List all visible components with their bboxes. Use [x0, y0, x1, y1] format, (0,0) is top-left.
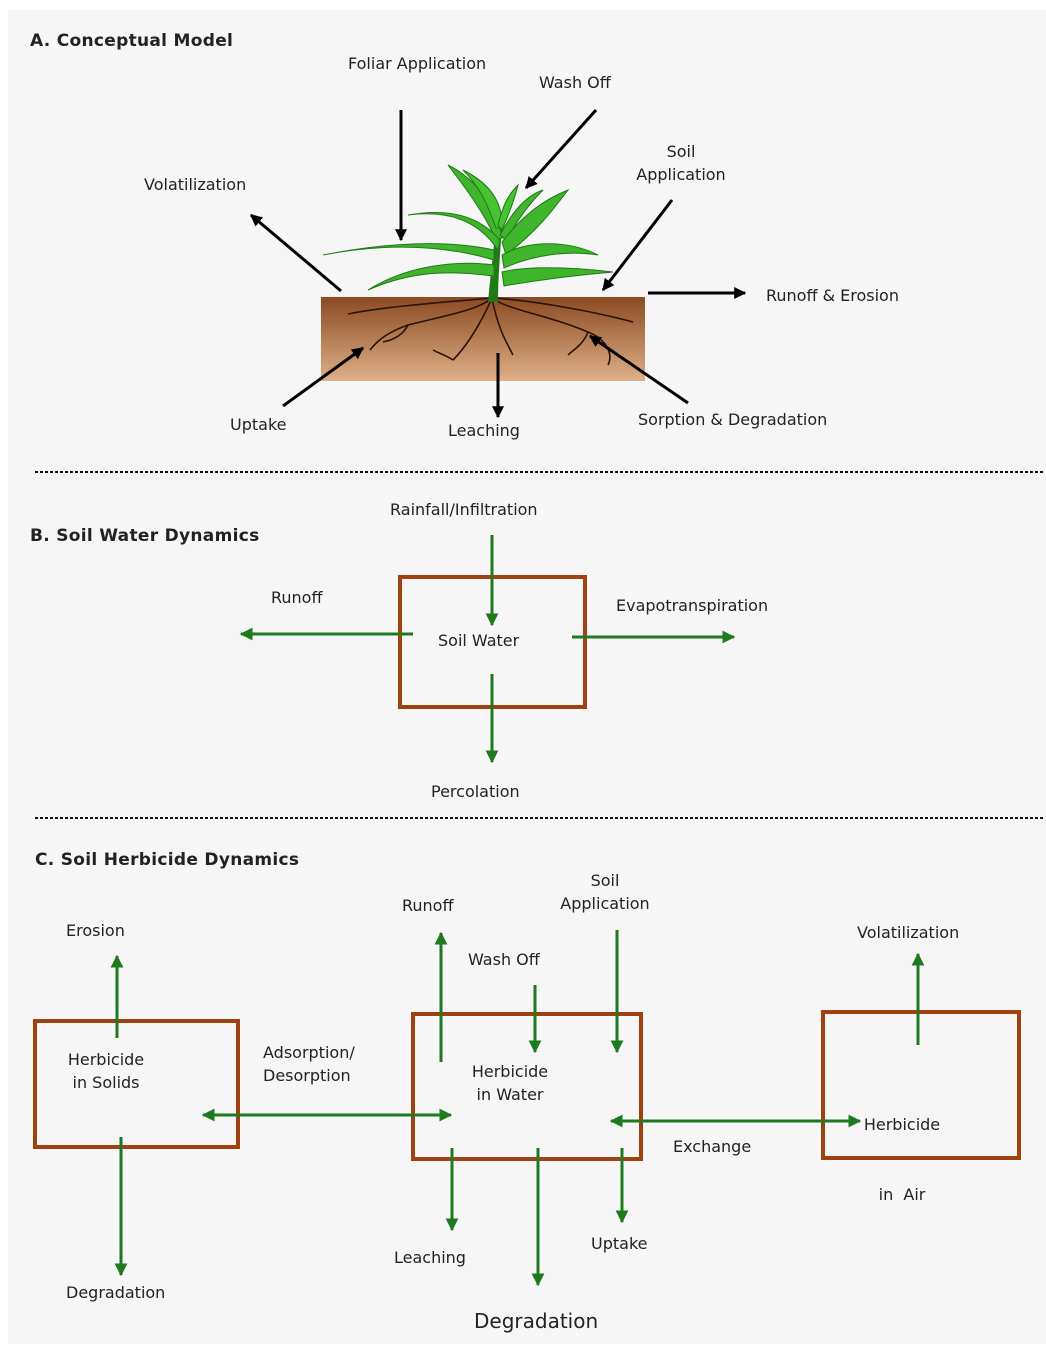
label-herbicide-solids: Herbicide in Solids — [46, 1048, 166, 1094]
label-soil-application-line2: Application — [636, 165, 726, 185]
label-soil-water: Soil Water — [438, 631, 520, 650]
label-solids-line1: Herbicide — [67, 1050, 145, 1069]
volatilization-arrow — [250, 213, 342, 293]
label-soil-application-c-line2: Application — [560, 894, 650, 914]
water-box — [411, 1012, 643, 1161]
diagram-canvas: A. Conceptual Model Foliar Application W… — [8, 10, 1046, 1344]
section-c-arrows — [110, 930, 925, 1287]
section-b-arrows — [239, 535, 736, 764]
label-rainfall-infiltration: Rainfall/Infiltration — [390, 500, 538, 519]
label-volatilization-c: Volatilization — [857, 923, 960, 942]
soil-application-arrow — [601, 199, 674, 291]
label-soil-application: Soil Application — [632, 140, 730, 186]
label-erosion: Erosion — [66, 921, 125, 940]
label-soil-application-c: Soil Application — [553, 869, 657, 915]
label-water-line1: Herbicide — [471, 1062, 549, 1081]
label-adsorption-line2: Desorption — [263, 1066, 351, 1086]
label-uptake-c: Uptake — [591, 1234, 648, 1253]
section-a-arrows — [250, 108, 747, 419]
section-c-title: C. Soil Herbicide Dynamics — [35, 850, 300, 870]
wash-off-arrow — [524, 108, 598, 190]
uptake-arrow — [282, 346, 364, 408]
label-sorption-degradation: Sorption & Degradation — [638, 410, 828, 429]
diagram-graphics — [33, 108, 1043, 1287]
label-wash-off: Wash Off — [539, 73, 611, 92]
section-a-title: A. Conceptual Model — [30, 31, 234, 51]
plant — [322, 164, 614, 302]
label-runoff-b: Runoff — [271, 588, 323, 607]
label-degradation-center: Degradation — [474, 1309, 599, 1333]
section-b-title: B. Soil Water Dynamics — [30, 526, 260, 546]
label-leaching: Leaching — [448, 421, 520, 440]
label-air-line1: Herbicide — [863, 1115, 941, 1135]
label-soil-application-c-line1: Soil — [590, 871, 620, 890]
roots — [347, 297, 634, 366]
label-solids-line2: in Solids — [72, 1073, 140, 1093]
label-herbicide-air: Herbicide in Air — [842, 1067, 962, 1229]
label-leaching-c: Leaching — [394, 1248, 466, 1267]
label-adsorption-line1: Adsorption/ — [263, 1043, 355, 1062]
label-herbicide-water: Herbicide in Water — [450, 1060, 570, 1106]
label-uptake: Uptake — [230, 415, 287, 434]
label-air-line2: in Air — [878, 1184, 926, 1204]
solids-box — [33, 1019, 240, 1149]
label-wash-off-c: Wash Off — [468, 950, 540, 969]
label-degradation-left: Degradation — [66, 1283, 166, 1302]
label-percolation: Percolation — [431, 782, 520, 801]
label-adsorption-desorption: Adsorption/ Desorption — [263, 1041, 355, 1087]
label-water-line2: in Water — [476, 1085, 544, 1105]
label-volatilization: Volatilization — [144, 175, 247, 194]
label-evapotranspiration: Evapotranspiration — [616, 596, 769, 615]
label-runoff-c: Runoff — [402, 896, 454, 915]
label-soil-application-line1: Soil — [666, 142, 696, 161]
sorption-degradation-arrow — [589, 334, 689, 405]
air-box — [821, 1010, 1021, 1160]
label-foliar-application: Foliar Application — [348, 54, 487, 73]
label-runoff-erosion: Runoff & Erosion — [766, 286, 899, 305]
label-exchange: Exchange — [673, 1137, 752, 1156]
